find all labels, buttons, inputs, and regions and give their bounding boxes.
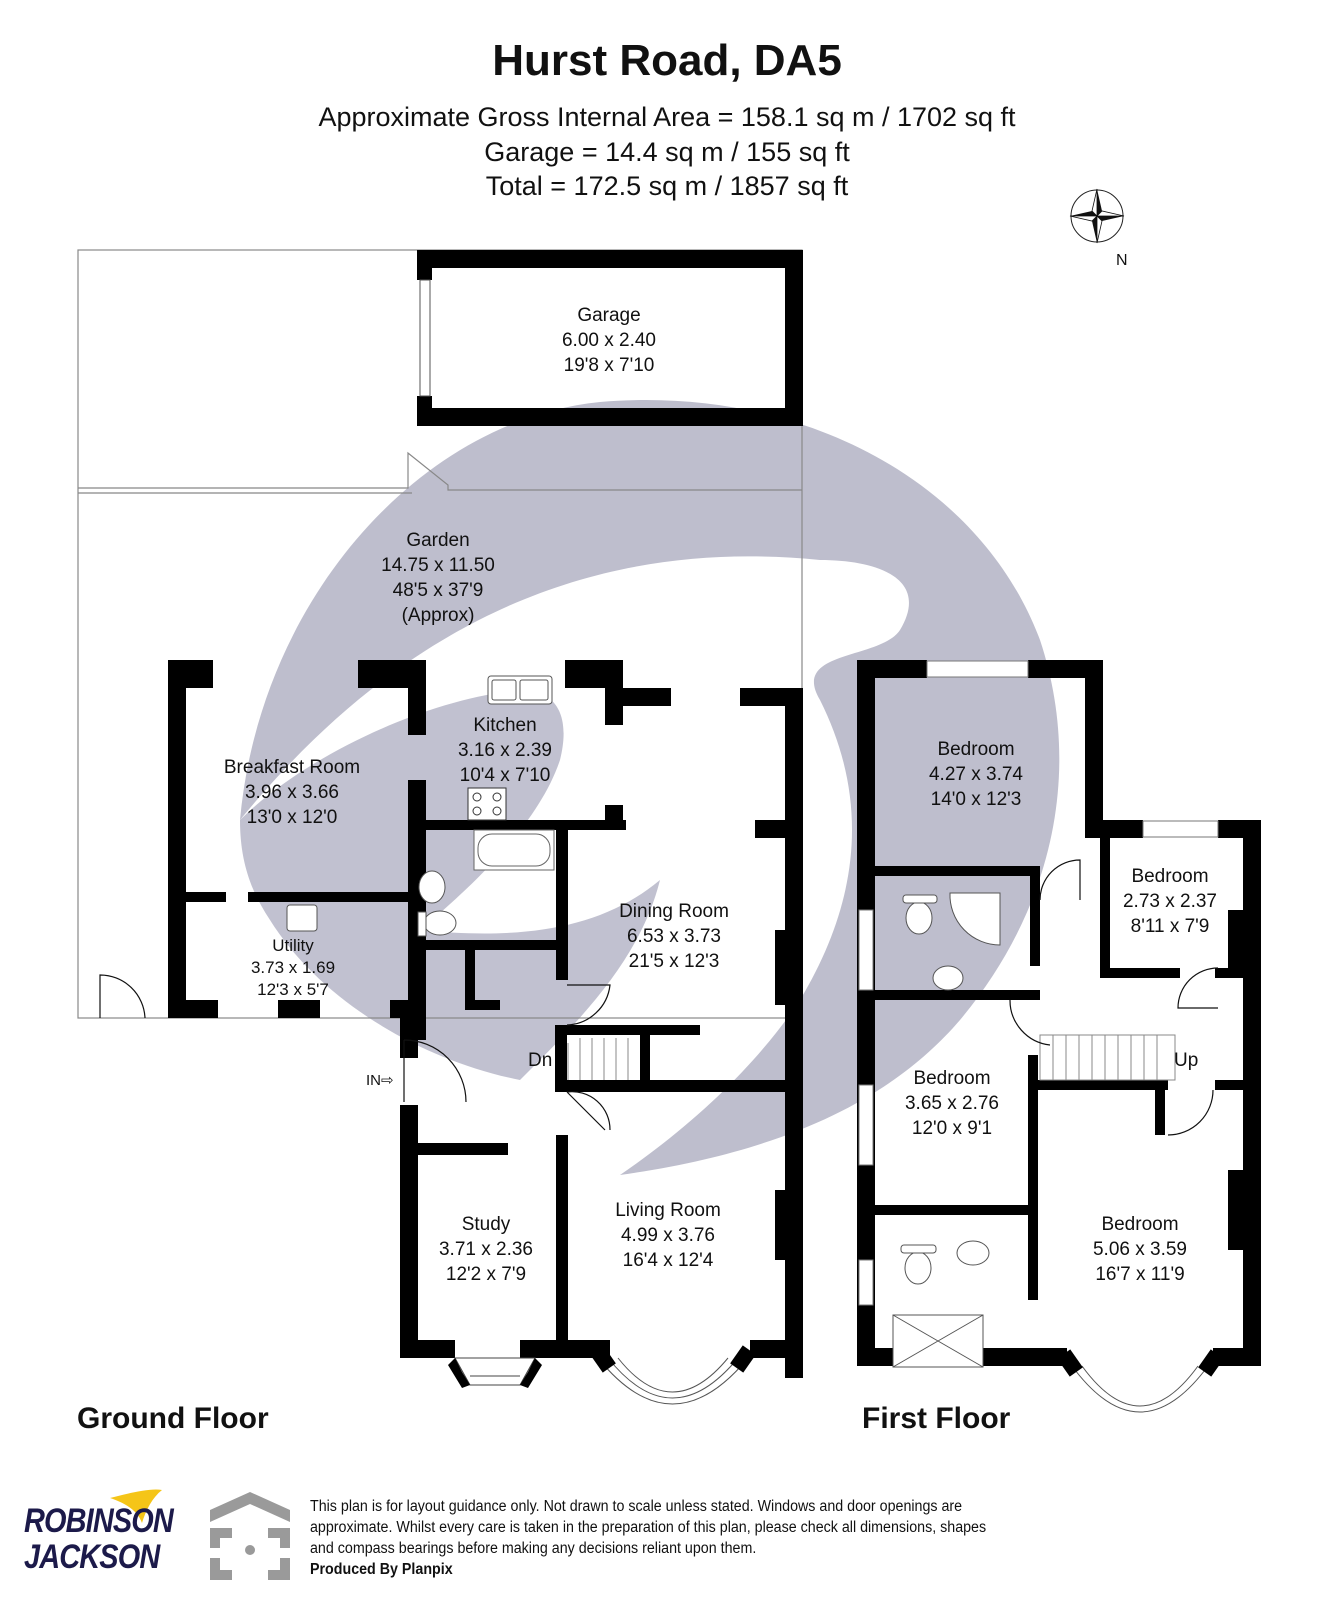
basin-icon bbox=[418, 870, 446, 904]
toilet-icon bbox=[417, 910, 457, 937]
first-floor-windows bbox=[858, 660, 1219, 1306]
room-label-bedroom-1: Bedroom 4.27 x 3.74 14'0 x 12'3 bbox=[929, 737, 1023, 812]
room-label-garden: Garden 14.75 x 11.50 48'5 x 37'9 (Approx… bbox=[381, 528, 495, 628]
bay-window-bedroom bbox=[1071, 1365, 1209, 1413]
entrance-text: IN bbox=[366, 1072, 381, 1089]
disclaimer-text: This plan is for layout guidance only. N… bbox=[310, 1496, 1009, 1580]
ground-floor-label: Ground Floor bbox=[77, 1402, 269, 1435]
room-label-study: Study 3.71 x 2.36 12'2 x 7'9 bbox=[439, 1212, 533, 1287]
room-dimensions-metric: 6.00 x 2.40 bbox=[561, 330, 657, 351]
room-dimensions-metric: 6.53 x 3.73 bbox=[626, 926, 722, 947]
shower-corner-icon bbox=[949, 892, 1001, 946]
room-label-kitchen: Kitchen 3.16 x 2.39 10'4 x 7'10 bbox=[458, 713, 552, 788]
door-swings bbox=[99, 974, 611, 1131]
total-area: Total = 172.5 sq m / 1857 sq ft bbox=[485, 171, 849, 201]
bay-window-living bbox=[597, 1357, 749, 1405]
brand-name-line2: JACKSON bbox=[24, 1538, 160, 1576]
producer-credit: Produced By Planpix bbox=[310, 1561, 453, 1578]
room-dimensions-metric: 3.71 x 2.36 bbox=[438, 1239, 534, 1260]
gross-internal-area: Approximate Gross Internal Area = 158.1 … bbox=[318, 102, 1016, 132]
shower-tray-icon bbox=[892, 1314, 984, 1368]
room-label-living-room: Living Room 4.99 x 3.76 16'4 x 12'4 bbox=[615, 1198, 721, 1273]
bath-icon bbox=[473, 829, 555, 871]
bay-window-study bbox=[454, 1357, 536, 1386]
compass-north-label: N bbox=[1116, 252, 1128, 269]
room-label-bedroom-4: Bedroom 5.06 x 3.59 16'7 x 11'9 bbox=[1093, 1212, 1187, 1287]
ensuite-toilet-icon bbox=[902, 894, 938, 935]
bathroom-basin-icon bbox=[956, 1240, 990, 1266]
stairs-ground bbox=[567, 1038, 629, 1080]
room-dimensions-imperial: 48'5 x 37'9 bbox=[392, 580, 484, 601]
swallow-logo-icon bbox=[110, 1489, 162, 1523]
room-name: Utility bbox=[272, 936, 314, 955]
room-dimensions-imperial: 12'0 x 9'1 bbox=[911, 1118, 993, 1139]
room-dimensions-metric: 14.75 x 11.50 bbox=[381, 555, 495, 576]
room-dimensions-imperial: 21'5 x 12'3 bbox=[628, 951, 720, 972]
room-dimensions-imperial: 12'3 x 5'7 bbox=[257, 980, 329, 999]
room-dimensions-metric: 3.65 x 2.76 bbox=[904, 1093, 1000, 1114]
plan-title: Hurst Road, DA5 bbox=[492, 36, 842, 85]
stairs-down-label: Dn bbox=[528, 1050, 553, 1071]
room-dimensions-metric: 2.73 x 2.37 bbox=[1122, 891, 1218, 912]
entrance-arrow-icon: ⇨ bbox=[381, 1072, 394, 1089]
ground-floor-walls bbox=[168, 660, 803, 1378]
room-name: Bedroom bbox=[913, 1068, 991, 1089]
room-dimensions-imperial: 13'0 x 12'0 bbox=[246, 807, 338, 828]
first-floor-door-swings bbox=[1009, 859, 1219, 1136]
room-dimensions-imperial: 16'7 x 11'9 bbox=[1095, 1264, 1185, 1285]
room-dimensions-imperial: 19'8 x 7'10 bbox=[563, 355, 655, 376]
room-dimensions-metric: 4.27 x 3.74 bbox=[928, 764, 1024, 785]
room-dimensions-imperial: 8'11 x 7'9 bbox=[1130, 916, 1210, 937]
room-dimensions-imperial: 14'0 x 12'3 bbox=[930, 789, 1022, 810]
disclaimer-body: This plan is for layout guidance only. N… bbox=[310, 1498, 987, 1557]
room-label-utility: Utility 3.73 x 1.69 12'3 x 5'7 bbox=[251, 935, 335, 1001]
room-name: Study bbox=[461, 1214, 511, 1235]
room-label-bedroom-3: Bedroom 3.65 x 2.76 12'0 x 9'1 bbox=[905, 1066, 999, 1141]
room-dimensions-imperial: 10'4 x 7'10 bbox=[459, 765, 551, 786]
room-dimensions-imperial: 16'4 x 12'4 bbox=[622, 1250, 714, 1271]
garage-area: Garage = 14.4 sq m / 155 sq ft bbox=[484, 137, 850, 167]
garage-walls bbox=[417, 250, 803, 426]
room-label-dining-room: Dining Room 6.53 x 3.73 21'5 x 12'3 bbox=[619, 899, 729, 974]
room-name: Breakfast Room bbox=[223, 757, 361, 778]
watermark-swoosh bbox=[240, 400, 1060, 1175]
compass-rose-icon bbox=[1069, 188, 1125, 244]
room-dimensions-metric: 3.16 x 2.39 bbox=[457, 740, 553, 761]
first-floor-label: First Floor bbox=[862, 1402, 1011, 1435]
room-name: Bedroom bbox=[1101, 1214, 1179, 1235]
room-name: Garden bbox=[406, 530, 470, 551]
room-name: Kitchen bbox=[473, 715, 537, 736]
room-name: Bedroom bbox=[937, 739, 1015, 760]
stairs-first bbox=[1039, 1034, 1176, 1081]
ensuite-basin-icon bbox=[932, 965, 964, 991]
room-name: Dining Room bbox=[619, 901, 729, 922]
entrance-label: IN⇨ bbox=[366, 1071, 394, 1089]
room-label-breakfast-room: Breakfast Room 3.96 x 3.66 13'0 x 12'0 bbox=[224, 755, 360, 830]
brand-name-line1: ROBINSON bbox=[24, 1502, 174, 1540]
room-dimensions-imperial: 12'2 x 7'9 bbox=[445, 1264, 527, 1285]
utility-sink-icon bbox=[286, 904, 318, 932]
room-label-garage: Garage 6.00 x 2.40 19'8 x 7'10 bbox=[562, 303, 656, 378]
room-name: Living Room bbox=[615, 1200, 721, 1221]
bathroom-toilet-icon bbox=[900, 1244, 937, 1285]
room-dimensions-metric: 3.96 x 3.66 bbox=[244, 782, 340, 803]
stairs-up-label: Up bbox=[1174, 1050, 1199, 1071]
room-note: (Approx) bbox=[401, 605, 475, 626]
room-dimensions-metric: 4.99 x 3.76 bbox=[620, 1225, 716, 1246]
kitchen-sink-icon bbox=[487, 675, 553, 705]
planpix-logo-icon bbox=[210, 1492, 290, 1580]
room-label-bedroom-2: Bedroom 2.73 x 2.37 8'11 x 7'9 bbox=[1123, 864, 1217, 939]
hob-icon bbox=[467, 787, 507, 821]
room-name: Garage bbox=[577, 305, 641, 326]
room-dimensions-metric: 5.06 x 3.59 bbox=[1092, 1239, 1188, 1260]
room-name: Bedroom bbox=[1131, 866, 1209, 887]
room-dimensions-metric: 3.73 x 1.69 bbox=[250, 958, 336, 977]
